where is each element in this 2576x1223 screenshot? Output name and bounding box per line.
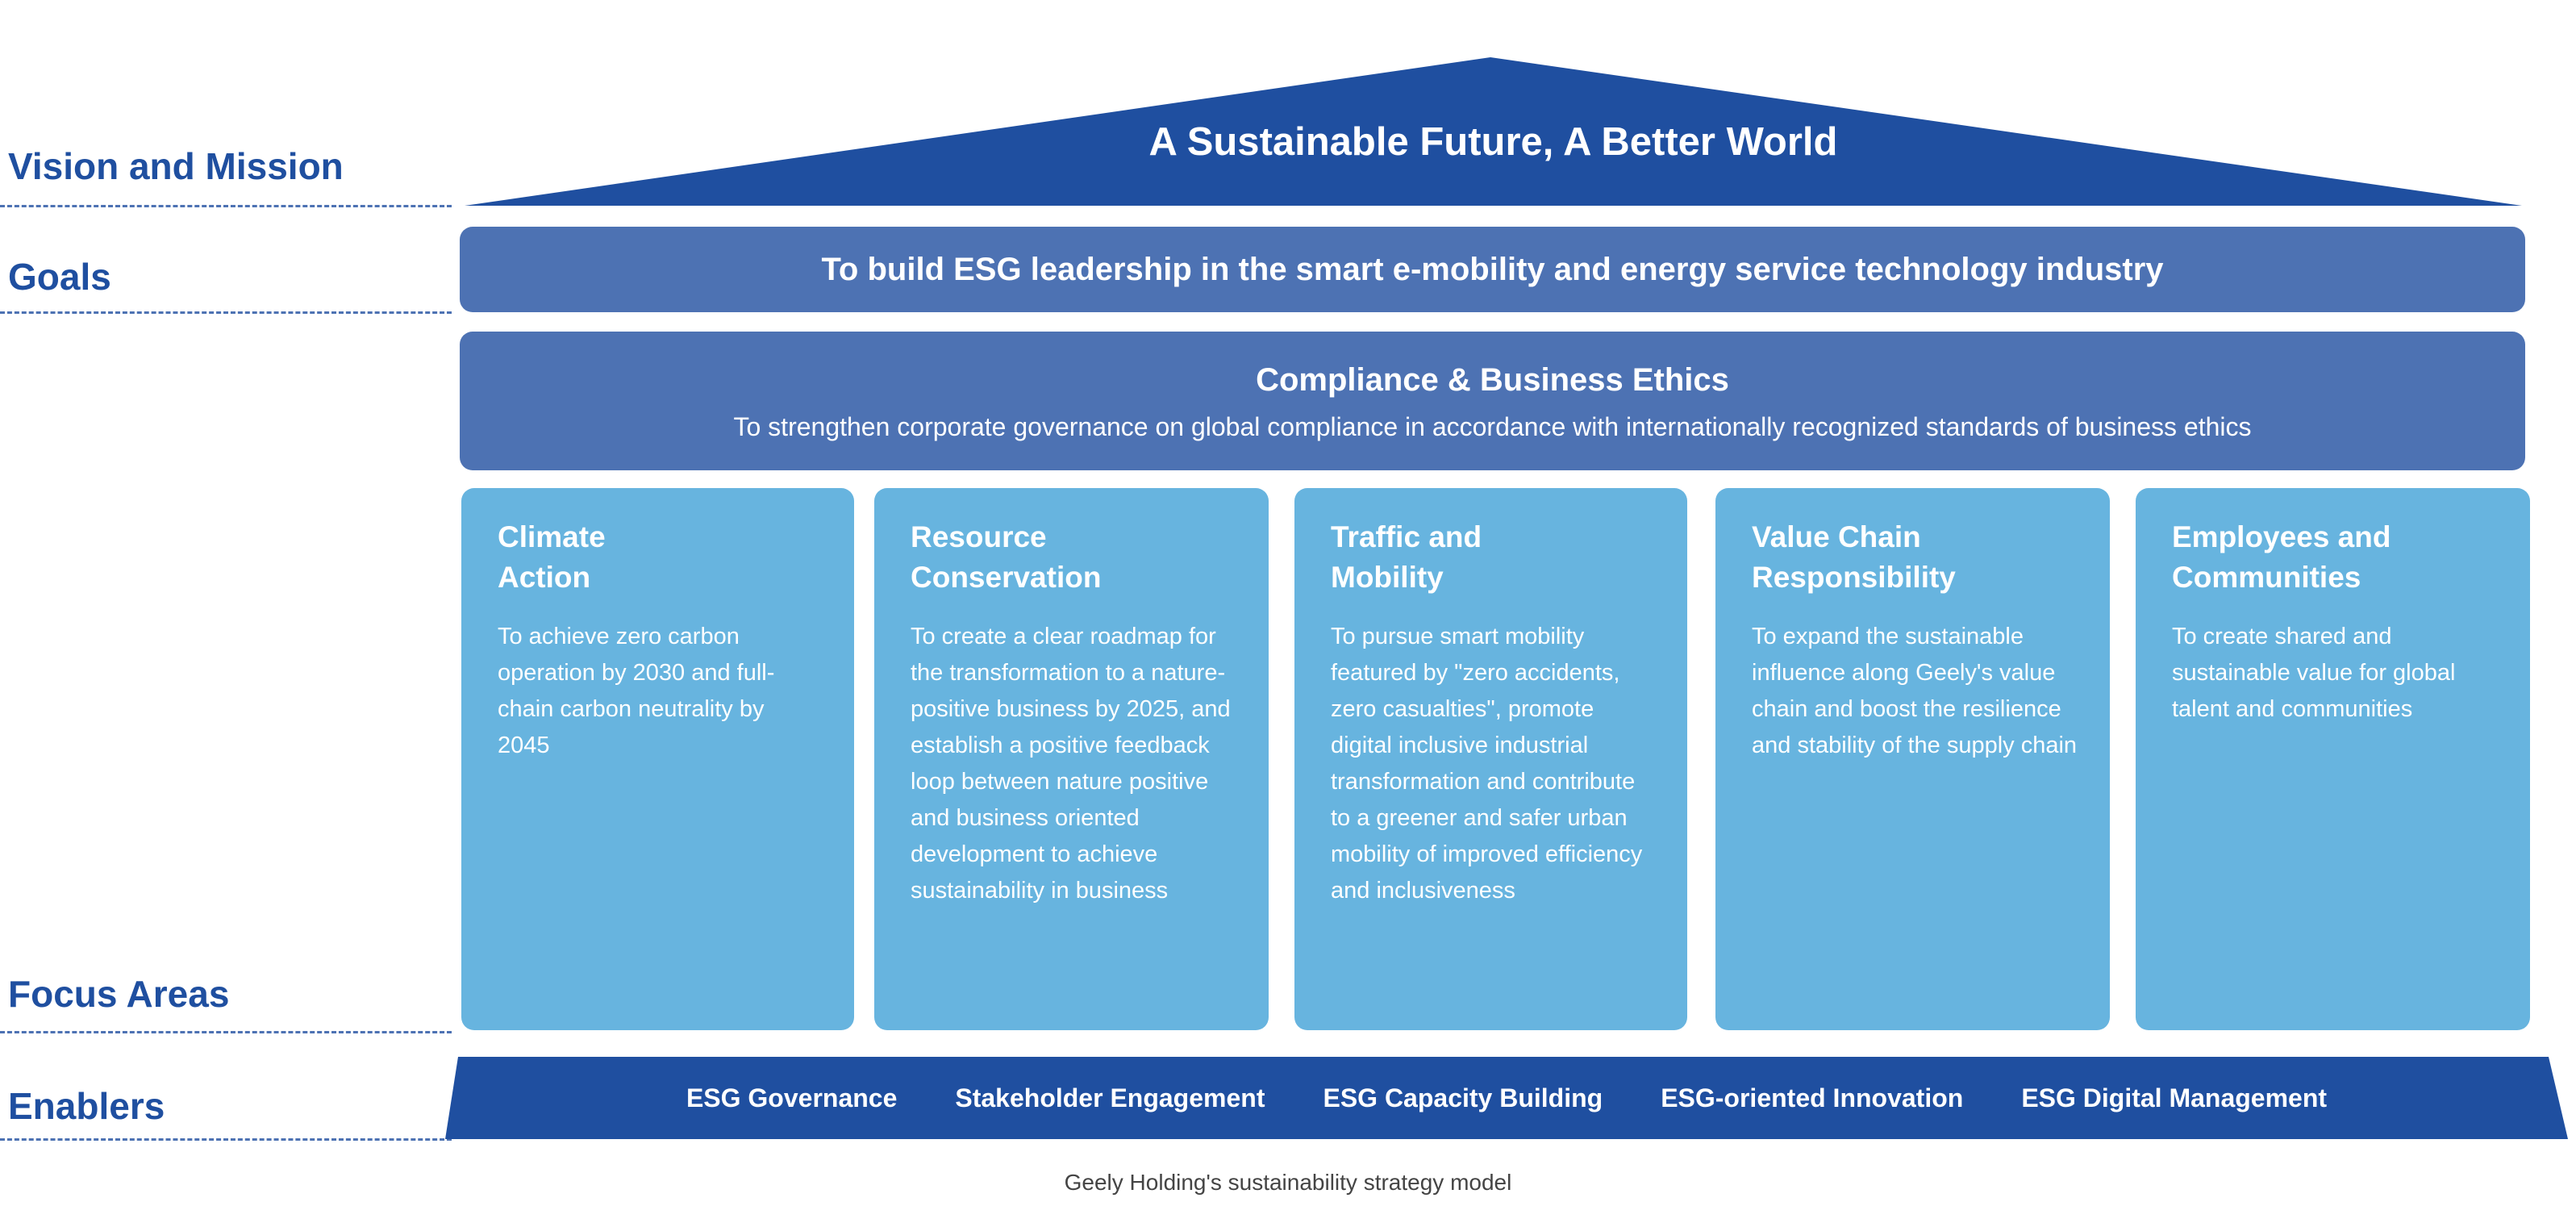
vision-statement: A Sustainable Future, A Better World	[1148, 120, 1838, 164]
divider	[0, 1031, 452, 1033]
focus-card-body: To create a clear roadmap for the transf…	[911, 624, 1231, 904]
focus-card-body: To expand the sustainable influence alon…	[1752, 624, 2078, 758]
focus-card-body: To create shared and sustainable value f…	[2172, 624, 2456, 722]
goal-bar: To build ESG leadership in the smart e-m…	[460, 227, 2525, 312]
compliance-subtitle: To strengthen corporate governance on gl…	[733, 412, 2252, 441]
divider	[0, 311, 452, 314]
focus-card-title: Climate Action	[498, 520, 606, 594]
focus-card-title: Resource Conservation	[911, 520, 1102, 594]
label-enablers: Enablers	[8, 1085, 165, 1127]
focus-card-title: Traffic and Mobility	[1331, 520, 1482, 594]
enabler-item: Stakeholder Engagement	[955, 1083, 1265, 1112]
label-focus-areas: Focus Areas	[8, 973, 230, 1015]
enabler-item: ESG-oriented Innovation	[1661, 1083, 1964, 1112]
focus-card-traffic-mobility: Traffic and Mobility To pursue smart mob…	[1294, 488, 1687, 1030]
enablers-list: ESG Governance Stakeholder Engagement ES…	[445, 1057, 2568, 1139]
label-goals: Goals	[8, 256, 111, 298]
divider	[0, 1138, 452, 1141]
compliance-bar: Compliance & Business Ethics To strength…	[460, 332, 2525, 470]
focus-card-resource-conservation: Resource Conservation To create a clear …	[874, 488, 1269, 1030]
focus-card-value-chain: Value Chain Responsibility To expand the…	[1715, 488, 2110, 1030]
enabler-item: ESG Governance	[686, 1083, 898, 1112]
focus-card-body: To pursue smart mobility featured by "ze…	[1331, 624, 1643, 904]
focus-card-body: To achieve zero carbon operation by 2030…	[498, 624, 775, 758]
focus-card-employees-communities: Employees and Communities To create shar…	[2136, 488, 2530, 1030]
focus-card-climate-action: Climate Action To achieve zero carbon op…	[461, 488, 854, 1030]
vision-roof	[465, 57, 2522, 206]
figure-caption: Geely Holding's sustainability strategy …	[1064, 1170, 1512, 1195]
compliance-title: Compliance & Business Ethics	[1256, 362, 1729, 398]
enabler-item: ESG Digital Management	[2021, 1083, 2328, 1112]
focus-card-title: Value Chain Responsibility	[1752, 520, 1956, 594]
divider	[0, 205, 452, 207]
label-vision-and-mission: Vision and Mission	[8, 145, 344, 187]
enabler-item: ESG Capacity Building	[1323, 1083, 1603, 1112]
focus-card-title: Employees and Communities	[2172, 520, 2391, 594]
